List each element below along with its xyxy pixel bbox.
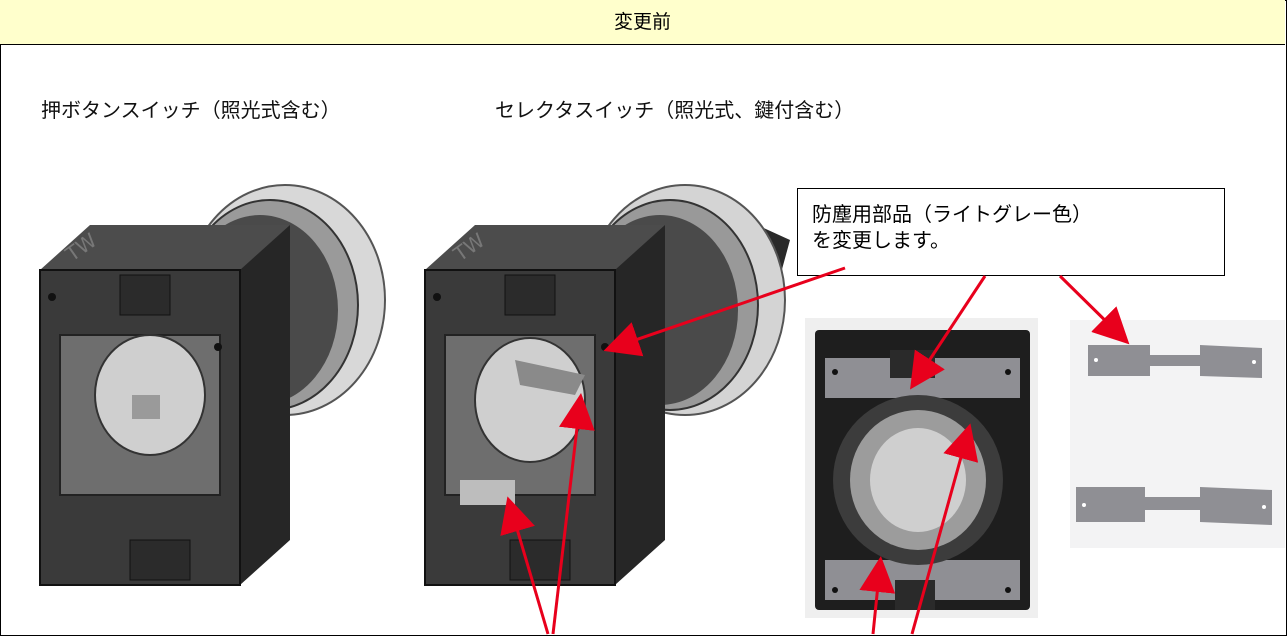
callout-box: 防塵用部品（ライトグレー色） を変更します。	[797, 188, 1225, 276]
arrow-to-loose-part	[1058, 274, 1130, 345]
table-header: 変更前	[0, 0, 1285, 45]
callout-line-1: 防塵用部品（ライトグレー色）	[812, 202, 1092, 226]
push-button-switch-label: 押ボタンスイッチ（照光式含む）	[41, 98, 341, 122]
arrow-to-photo-center	[910, 423, 979, 635]
arrow-to-selector-top	[603, 266, 846, 357]
arrow-to-selector-center	[551, 393, 595, 635]
callout-line-2: を変更します。	[812, 228, 950, 252]
arrow-to-photo-bottom	[859, 556, 896, 635]
arrow-to-selector-bottom	[500, 496, 550, 635]
selector-switch-label: セレクタスイッチ（照光式、鍵付含む）	[495, 98, 855, 122]
arrow-to-photo-top	[910, 275, 987, 390]
